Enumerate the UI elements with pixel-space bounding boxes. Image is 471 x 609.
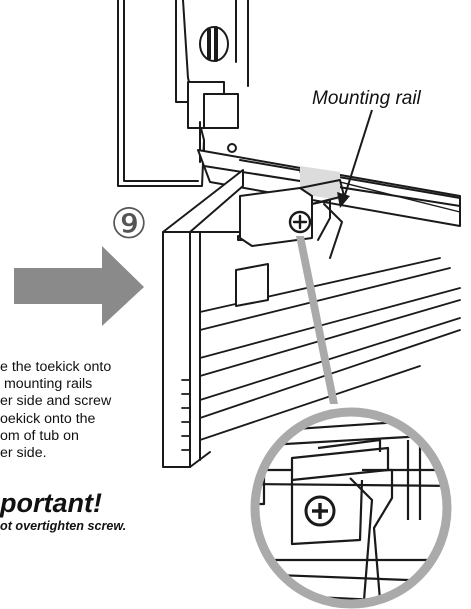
instruction-text: e the toekick onto mounting rails er sid… xyxy=(0,359,112,462)
important-heading: portant! xyxy=(0,488,102,518)
mounting-rail-label: Mounting rail xyxy=(312,88,421,109)
callout-leader xyxy=(343,109,373,199)
step-number: ⑨ xyxy=(110,199,148,248)
arrow-right-icon xyxy=(14,246,144,326)
screwdriver-slot-icon xyxy=(199,26,229,62)
zoom-connector xyxy=(296,236,338,404)
callout-arrowhead xyxy=(337,192,350,208)
toekick-panel xyxy=(162,169,461,468)
important-note: ot overtighten screw. xyxy=(0,519,127,533)
zoom-screw-icon xyxy=(304,495,336,527)
phillips-screw-icon xyxy=(288,210,312,234)
mounting-bracket xyxy=(239,179,345,259)
zoom-detail xyxy=(250,407,452,609)
